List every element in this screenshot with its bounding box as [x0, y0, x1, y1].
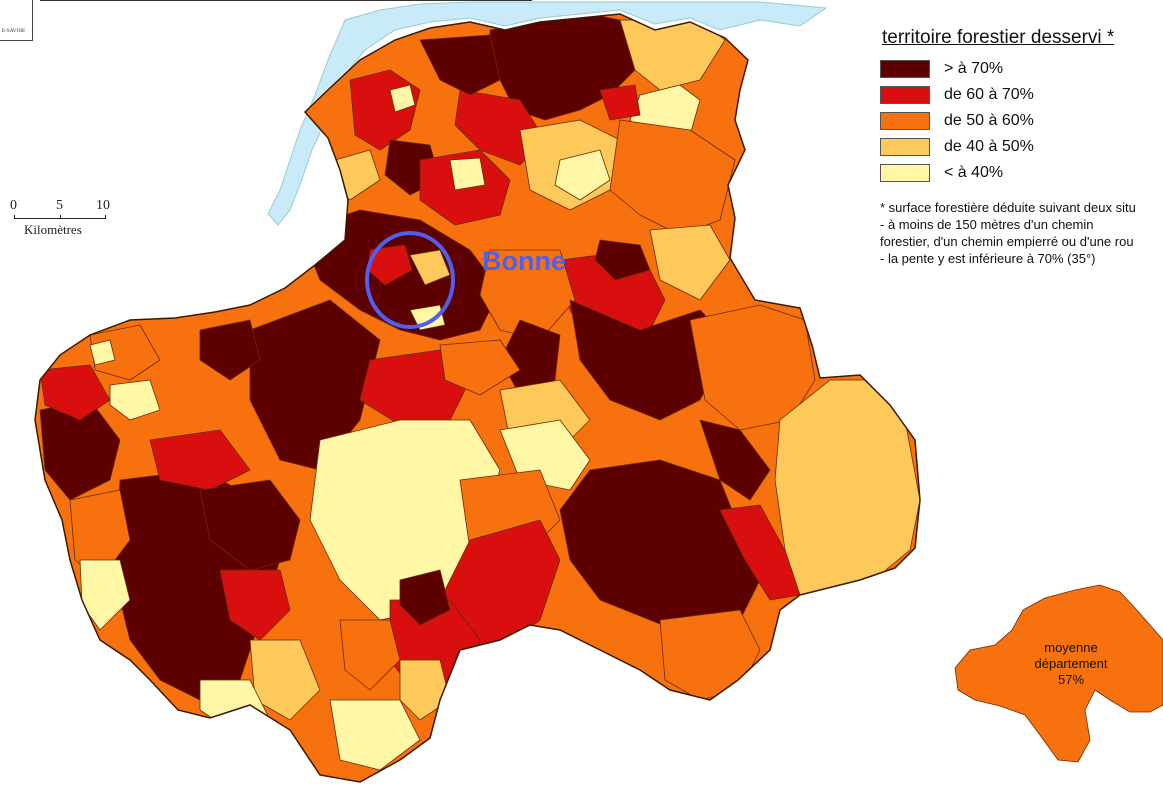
legend-item: de 60 à 70%	[880, 82, 1163, 108]
scale-tick-label: 5	[56, 198, 63, 213]
legend-swatch	[880, 164, 930, 182]
legend-item: > à 70%	[880, 56, 1163, 82]
department-outline	[34, 13, 921, 783]
region-orange-east[interactable]	[689, 304, 816, 431]
legend: territoire forestier desservi * > à 70% …	[880, 26, 1163, 186]
footnote-line: - à moins de 150 mètres d'un chemin	[880, 217, 1094, 232]
bonne-label: Bonne	[482, 246, 566, 276]
legend-swatch	[880, 86, 930, 104]
department-corner-label: E-SAVOIE	[0, 0, 33, 41]
lac-leman	[267, 1, 828, 226]
region-orange-faverges[interactable]	[339, 619, 401, 691]
region-pale-west[interactable]	[109, 379, 161, 421]
legend-swatch	[880, 112, 930, 130]
legend-item: < à 40%	[880, 160, 1163, 186]
legend-label: > à 70%	[944, 60, 1004, 77]
legend-swatch	[880, 138, 930, 156]
average-label: moyenne département 57%	[1016, 640, 1126, 688]
legend-label: de 40 à 50%	[944, 138, 1034, 155]
region-chablais-pale-strip[interactable]	[554, 149, 611, 201]
average-line-1: moyenne	[1044, 640, 1098, 655]
region-yellow-northeast[interactable]	[649, 224, 731, 301]
region-dark-chamonix-north[interactable]	[699, 419, 771, 501]
region-dark-giffre[interactable]	[594, 239, 651, 281]
region-dark-west-strip[interactable]	[199, 319, 261, 381]
scale-tick-label: 0	[10, 198, 17, 213]
top-rule	[40, 0, 532, 1]
legend-title: territoire forestier desservi *	[882, 27, 1115, 48]
region-red-annecy-west[interactable]	[219, 569, 291, 641]
region-dark-north-west[interactable]	[419, 34, 501, 96]
region-orange-west-north[interactable]	[89, 324, 161, 381]
scale-tick	[60, 215, 61, 219]
region-dark-arve-valley[interactable]	[569, 299, 731, 421]
average-value: 57%	[1057, 672, 1085, 687]
department-corner-text: E-SAVOIE	[2, 29, 26, 34]
average-line-2: département	[1034, 656, 1108, 671]
region-yellow-faverges[interactable]	[399, 659, 451, 721]
region-pale-west-north[interactable]	[89, 339, 116, 366]
legend-label: < à 40%	[944, 164, 1004, 181]
legend-label: de 50 à 60%	[944, 112, 1034, 129]
region-red-southwest[interactable]	[149, 429, 251, 491]
legend-footnote: * surface forestière déduite suivant deu…	[880, 199, 1163, 267]
legend-item: de 40 à 50%	[880, 134, 1163, 160]
scale-bar: 0 5 10 Kilomètres	[8, 198, 112, 248]
region-orange-center[interactable]	[439, 339, 521, 396]
region-pale-bonne-south[interactable]	[409, 304, 446, 331]
region-pale-north-tip[interactable]	[389, 84, 416, 113]
region-red-west[interactable]	[39, 364, 111, 421]
region-yellow-bonne[interactable]	[409, 249, 451, 286]
scale-tick	[14, 215, 15, 219]
footnote-line: forestier, d'un chemin empierré ou d'une…	[880, 234, 1134, 249]
region-dark-thones[interactable]	[399, 569, 451, 626]
scale-unit-label: Kilomètres	[24, 222, 82, 237]
legend-label: de 60 à 70%	[944, 86, 1034, 103]
region-dark-annecy[interactable]	[199, 479, 301, 571]
scale-tick-label: 10	[96, 198, 110, 213]
legend-item: de 50 à 60%	[880, 108, 1163, 134]
region-pale-leman-shore[interactable]	[449, 157, 486, 191]
average-department-shape	[954, 584, 1163, 763]
region-yellow-far-east[interactable]	[774, 379, 920, 596]
region-pale-south[interactable]	[329, 699, 421, 771]
footnote-line: - la pente y est inférieure à 70% (35°)	[880, 251, 1096, 266]
scale-tick	[105, 215, 106, 219]
bonne-highlight-circle[interactable]	[365, 231, 455, 329]
footnote-line: * surface forestière déduite suivant deu…	[880, 200, 1136, 215]
region-red-north-east[interactable]	[599, 84, 641, 121]
legend-swatch	[880, 60, 930, 78]
